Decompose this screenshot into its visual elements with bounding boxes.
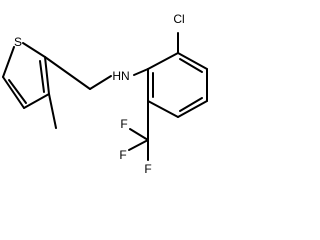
bond-c3-c2-inner [39,60,45,93]
atom-label-cl: Cl [173,12,184,26]
bond-c4-c5-inner [179,97,203,112]
atom-label-f-left: F [119,148,126,162]
bond-c5-c4 [2,76,25,109]
bond-c3-c2 [44,56,50,95]
bond-c2-s [22,42,46,58]
bonds [2,32,208,161]
bond-c3-methyl [48,93,57,129]
bond-c2-ch2 [44,56,91,90]
bond-c4-c5 [177,100,208,118]
bond-c2-c3 [177,52,208,70]
atom-label-f-right: F [144,162,151,176]
bond-s-c5 [2,46,15,78]
bond-ch2-n [89,75,112,90]
bond-c5-c6 [147,100,179,118]
bond-c1-c2 [147,52,179,70]
bond-cf3-f-top [129,128,149,141]
atom-label-s: S [14,35,22,49]
bond-cf3-f-left [128,139,149,151]
bond-n-c1 [133,68,149,76]
bond-c2-c3-inner [179,58,203,73]
atom-labels: Cl HN S F F F [14,12,185,176]
atom-label-nh: HN [112,69,129,83]
bond-c5-c4-inner [8,79,27,104]
bond-c4-c3 [23,93,50,109]
molecule-structure: Cl HN S F F F [2,12,208,176]
atom-label-f-top: F [120,117,127,131]
